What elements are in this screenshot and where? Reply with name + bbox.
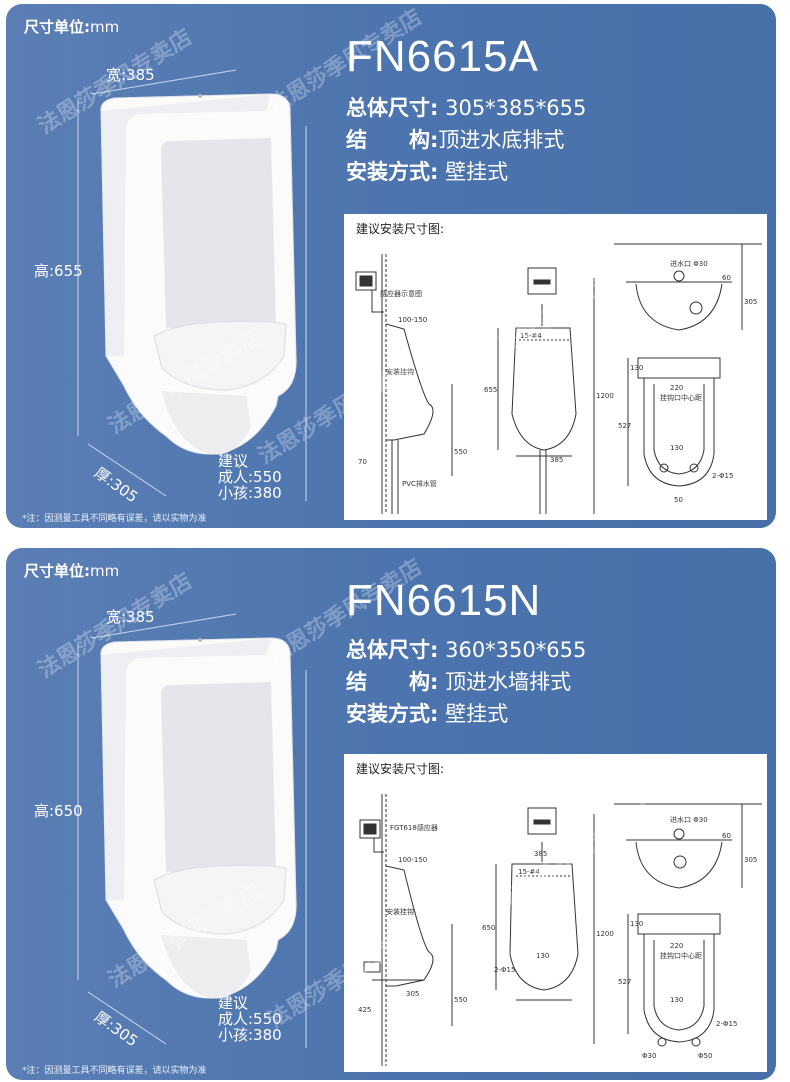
diagram-title: 建议安装尺寸图: bbox=[356, 762, 445, 776]
dim-60: 60 bbox=[722, 832, 731, 840]
adult-height-label: 成人:550 bbox=[218, 468, 282, 486]
height-label: 高:650 bbox=[34, 802, 83, 820]
hook-center-label: 挂钩口中心距 bbox=[660, 951, 702, 960]
width-label: 宽:385 bbox=[106, 608, 155, 626]
height-label: 高:655 bbox=[34, 262, 83, 280]
dim-60: 60 bbox=[722, 274, 731, 282]
units-label: 尺寸单位:mm bbox=[24, 18, 120, 36]
dim-385: 385 bbox=[550, 456, 563, 464]
width-label: 宽:385 bbox=[106, 66, 155, 84]
spec-structure: 结 构:顶进水底排式 bbox=[346, 128, 565, 152]
dim-305-top: 305 bbox=[744, 856, 757, 864]
spec-structure: 结 构: 顶进水墙排式 bbox=[346, 670, 572, 694]
hook-center-label: 挂钩口中心距 bbox=[660, 393, 702, 402]
disclaimer-note: *注：因测量工具不同略有误差，请以实物为准 bbox=[22, 1066, 207, 1076]
suggest-label: 建议 bbox=[218, 452, 249, 470]
installation-diagram: 建议安装尺寸图: bbox=[344, 754, 767, 1072]
sensor-label: FGT618感应器 bbox=[390, 823, 438, 832]
child-height-label: 小孩:380 bbox=[218, 1026, 282, 1044]
dim-100-150: 100-150 bbox=[398, 856, 427, 864]
dim-2-15-front: 2-Φ15 bbox=[494, 966, 515, 974]
spec-install: 安装方式: 壁挂式 bbox=[346, 160, 509, 184]
dim-650: 650 bbox=[482, 924, 495, 932]
dim-130-bottom: 130 bbox=[670, 996, 683, 1004]
dim-655: 655 bbox=[484, 386, 497, 394]
inlet-label: 进水口 Φ30 bbox=[670, 259, 708, 268]
hook-label: 安装挂钩 bbox=[386, 907, 414, 916]
dim-305: 305 bbox=[744, 298, 757, 306]
dim-130-front: 130 bbox=[536, 952, 549, 960]
dim-1200: 1200 bbox=[596, 392, 614, 400]
inlet-label: 进水口 Φ30 bbox=[670, 815, 708, 824]
dim-385: 385 bbox=[534, 850, 547, 858]
diagram-title: 建议安装尺寸图: bbox=[356, 222, 445, 236]
dim-15-4: 15-#4 bbox=[520, 332, 542, 340]
dim-2-15: 2-Φ15 bbox=[712, 472, 733, 480]
dim-220: 220 bbox=[670, 942, 683, 950]
model-title: FN6615N bbox=[346, 576, 542, 625]
technical-drawing: FGT618感应器 100-150 安装挂钩 550 425 305 385 1… bbox=[358, 794, 762, 1066]
dim-70: 70 bbox=[358, 458, 367, 466]
hook-label: 安装挂钩 bbox=[386, 367, 414, 376]
product-card-fn6615a: 尺寸单位:mm 宽:385 高:655 厚:305 建议 成人:550 小孩:3… bbox=[6, 4, 776, 528]
units-label: 尺寸单位:mm bbox=[24, 562, 120, 580]
technical-drawing: 感应器示意图 100-150 安装挂钩 PVC排水管 550 70 15-#4 … bbox=[355, 243, 762, 514]
dim-1200: 1200 bbox=[596, 930, 614, 938]
urinal-product-image bbox=[77, 69, 307, 501]
urinal-product-image bbox=[77, 613, 307, 1048]
spec-size: 总体尺寸: 305*385*655 bbox=[346, 96, 587, 120]
dim-2-15: 2-Φ15 bbox=[716, 1020, 737, 1028]
adult-height-label: 成人:550 bbox=[218, 1010, 282, 1028]
spec-size: 总体尺寸: 360*350*655 bbox=[346, 638, 587, 662]
suggest-label: 建议 bbox=[218, 994, 249, 1012]
dim-50: Φ50 bbox=[698, 1052, 712, 1060]
spec-install: 安装方式: 壁挂式 bbox=[346, 702, 509, 726]
installation-diagram: 建议安装尺寸图: bbox=[344, 214, 767, 520]
dim-50: 50 bbox=[674, 496, 683, 504]
sensor-label: 感应器示意图 bbox=[380, 289, 422, 298]
dim-220: 220 bbox=[670, 384, 683, 392]
model-title: FN6615A bbox=[346, 32, 539, 81]
dim-527: 527 bbox=[618, 422, 631, 430]
pvc-label: PVC排水管 bbox=[402, 479, 437, 488]
dim-425: 425 bbox=[358, 1006, 371, 1014]
dim-305: 305 bbox=[406, 990, 419, 998]
dim-130-top: 130 bbox=[630, 920, 643, 928]
dim-130-bottom: 130 bbox=[670, 444, 683, 452]
dim-30: Φ30 bbox=[642, 1052, 656, 1060]
dim-130-top: 130 bbox=[630, 364, 643, 372]
product-card-fn6615n: 尺寸单位:mm 宽:385 高:650 厚:305 建议 成人:550 小孩:3… bbox=[6, 548, 776, 1080]
dim-100-150: 100-150 bbox=[398, 316, 427, 324]
dim-527: 527 bbox=[618, 978, 631, 986]
disclaimer-note: *注：因测量工具不同略有误差，请以实物为准 bbox=[22, 514, 207, 524]
dim-550: 550 bbox=[454, 996, 467, 1004]
child-height-label: 小孩:380 bbox=[218, 484, 282, 502]
dim-550: 550 bbox=[454, 448, 467, 456]
dim-15-4: 15-#4 bbox=[518, 868, 540, 876]
